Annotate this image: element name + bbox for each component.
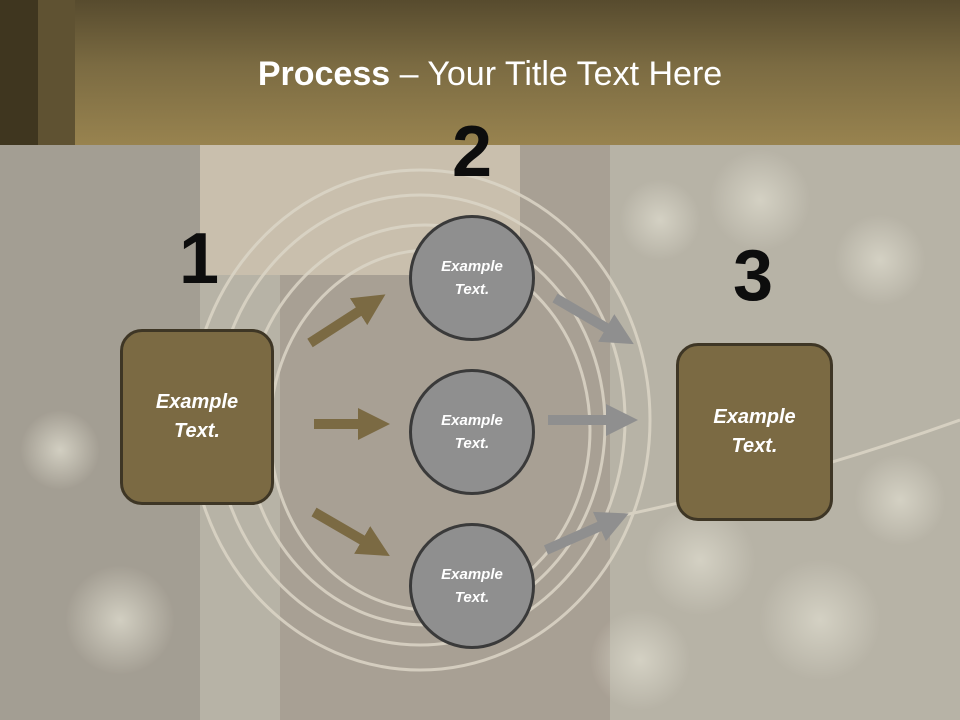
arrow-2c-to-3 bbox=[543, 511, 629, 555]
step-1-number: 1 bbox=[178, 219, 220, 299]
title-bar bbox=[0, 0, 960, 145]
title-bold: Process bbox=[257, 55, 391, 93]
step-3-number: 3 bbox=[732, 236, 774, 316]
step-1-text: Example Text. bbox=[155, 391, 239, 442]
title-rest: – Your Title Text Here bbox=[390, 55, 723, 93]
step-3-text: Example Text. bbox=[713, 406, 796, 457]
title-bar-accent-2 bbox=[38, 0, 75, 145]
arrow-1-to-2a bbox=[307, 294, 386, 348]
step-2-circle-3: Example Text. bbox=[409, 523, 535, 649]
step-2-circle-2: Example Text. bbox=[409, 369, 535, 495]
title-bar-accent bbox=[0, 0, 38, 145]
step-2-circle-1: Example Text. bbox=[409, 215, 535, 341]
arrow-1-to-2c bbox=[311, 507, 390, 557]
slide-title: Process – Your Title Text Here bbox=[75, 52, 905, 96]
step-2-number: 2 bbox=[451, 112, 493, 192]
step-2-item-1-text: Example Text. bbox=[441, 258, 503, 298]
step-2-item-3-text: Example Text. bbox=[441, 566, 503, 606]
step-2-item-2-text: Example Text. bbox=[441, 412, 503, 452]
step-3-box: Example Text. bbox=[676, 343, 833, 521]
step-1-box: Example Text. bbox=[120, 329, 274, 505]
arrow-2a-to-3 bbox=[552, 293, 634, 345]
